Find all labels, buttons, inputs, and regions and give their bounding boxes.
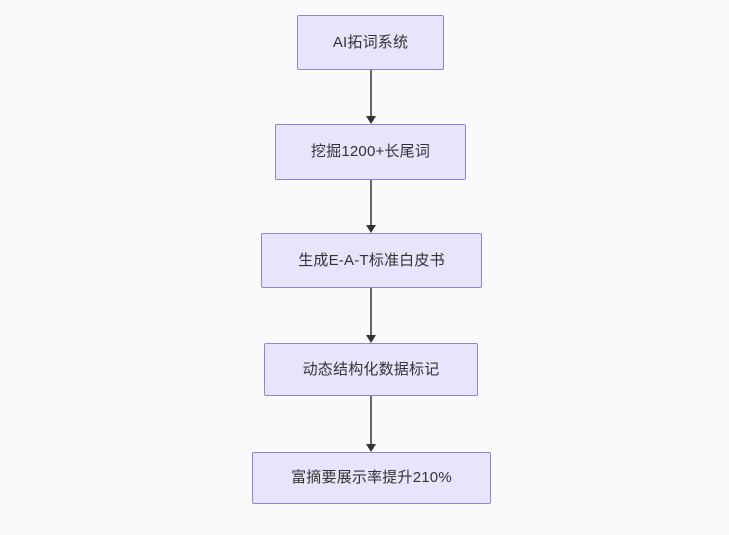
arrowhead-down-icon	[366, 335, 376, 343]
edge-line	[370, 180, 372, 225]
flowchart-node-2[interactable]: 挖掘1200+长尾词	[275, 124, 466, 180]
flowchart-node-1-label: AI拓词系统	[332, 33, 409, 51]
flowchart-node-1[interactable]: AI拓词系统	[297, 15, 444, 70]
flowchart-node-4[interactable]: 动态结构化数据标记	[264, 343, 478, 396]
arrowhead-down-icon	[366, 225, 376, 233]
edge-line	[370, 288, 372, 335]
flowchart-node-4-label: 动态结构化数据标记	[302, 360, 440, 378]
arrowhead-down-icon	[366, 116, 376, 124]
edge-line	[370, 396, 372, 444]
flowchart-node-2-label: 挖掘1200+长尾词	[310, 143, 431, 160]
edge-line	[370, 70, 372, 116]
flowchart-node-5[interactable]: 富摘要展示率提升210%	[252, 452, 491, 504]
arrowhead-down-icon	[366, 444, 376, 452]
flowchart-node-5-label: 富摘要展示率提升210%	[291, 469, 452, 486]
flowchart-node-3-label: 生成E-A-T标准白皮书	[298, 251, 445, 269]
flowchart-node-3[interactable]: 生成E-A-T标准白皮书	[261, 233, 482, 288]
